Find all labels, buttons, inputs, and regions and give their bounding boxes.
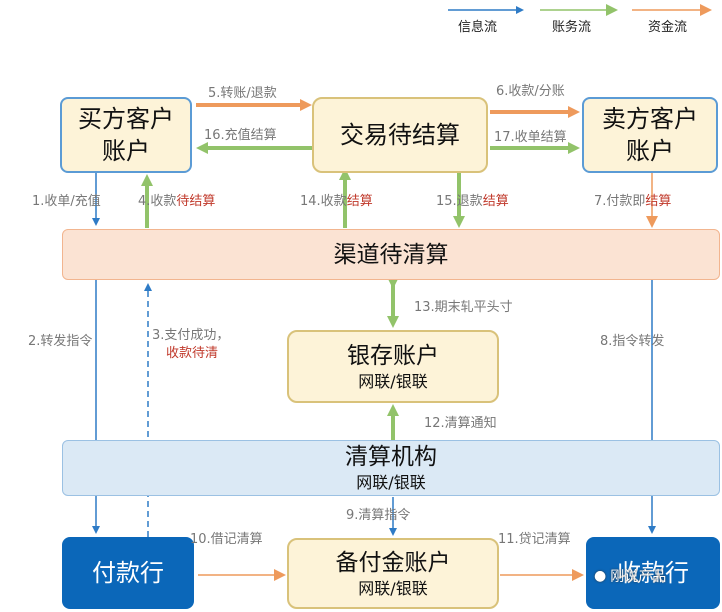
flow-17-label: 17.收单结算 [494, 130, 567, 145]
clearing-institution-label: 清算机构 [345, 444, 437, 470]
flow-15-label: 15.退款结算 [436, 190, 509, 209]
buyer-account-node: 买方客户账户 [60, 97, 192, 173]
legend-fund-label: 资金流 [648, 20, 688, 35]
flow-13-label: 13.期末轧平头寸 [414, 300, 513, 315]
channel-clearing-label: 渠道待清算 [333, 241, 449, 268]
payer-bank-label: 付款行 [92, 559, 164, 587]
flow-12-label: 12.清算通知 [424, 416, 497, 431]
flow-3-label-a: 3.支付成功， [152, 328, 230, 343]
flow-15-label-b: 结算 [482, 194, 509, 209]
payer-bank-node: 付款行 [62, 537, 194, 609]
flow-1-label: 1.收单/充值 [32, 194, 101, 209]
flow-4-label-a: 4.收款 [138, 194, 177, 209]
clearing-institution-node: 清算机构 网联/银联 [62, 440, 720, 496]
legend-account-label: 账务流 [552, 20, 592, 35]
flow-9-label: 9.清算指令 [346, 508, 411, 523]
seller-account-node: 卖方客户账户 [582, 97, 718, 173]
flow-2-label: 2.转发指令 [28, 334, 93, 349]
clearing-institution-sublabel: 网联/银联 [356, 473, 426, 492]
flow-7-label-a: 7.付款即 [594, 194, 646, 209]
bank-deposit-node: 银存账户 网联/银联 [287, 330, 499, 403]
flow-5-label: 5.转账/退款 [208, 86, 277, 101]
watermark: ● 刚说产品 [594, 566, 666, 586]
reserve-account-node: 备付金账户 网联/银联 [287, 538, 499, 609]
bank-deposit-label: 银存账户 [347, 342, 439, 369]
channel-clearing-node: 渠道待清算 [62, 229, 720, 280]
payee-bank-node: 收款行 [586, 537, 720, 609]
flow-14-label: 14.收款结算 [300, 190, 373, 209]
flow-8-label: 8.指令转发 [600, 334, 665, 349]
payee-bank-label: 收款行 [617, 559, 689, 587]
buyer-account-label: 买方客户账户 [78, 105, 174, 165]
flow-4-label-b: 待结算 [176, 194, 216, 209]
flow-3-label-b: 收款待清 [166, 346, 219, 361]
wechat-icon: ● [594, 568, 607, 584]
flow-14-label-b: 结算 [346, 194, 373, 209]
legend-info-label: 信息流 [458, 20, 498, 35]
watermark-text: 刚说产品 [610, 569, 667, 585]
pending-settlement-node: 交易待结算 [312, 97, 488, 173]
flow-16-label: 16.充值结算 [204, 128, 277, 143]
flow-6-label: 6.收款/分账 [496, 84, 565, 99]
flow-4-label: 4.收款待结算 [138, 190, 215, 209]
reserve-account-label: 备付金账户 [335, 549, 451, 576]
flow-7-label-b: 结算 [645, 194, 672, 209]
flow-10-label: 10.借记清算 [190, 532, 263, 547]
seller-account-label: 卖方客户账户 [602, 105, 698, 165]
flow-15-label-a: 15.退款 [436, 194, 483, 209]
flow-7-label: 7.付款即结算 [594, 190, 671, 209]
reserve-account-sublabel: 网联/银联 [358, 578, 428, 598]
pending-settlement-label: 交易待结算 [340, 121, 460, 149]
flow-11-label: 11.贷记清算 [498, 532, 571, 547]
bank-deposit-sublabel: 网联/银联 [358, 371, 428, 391]
flow-14-label-a: 14.收款 [300, 194, 347, 209]
